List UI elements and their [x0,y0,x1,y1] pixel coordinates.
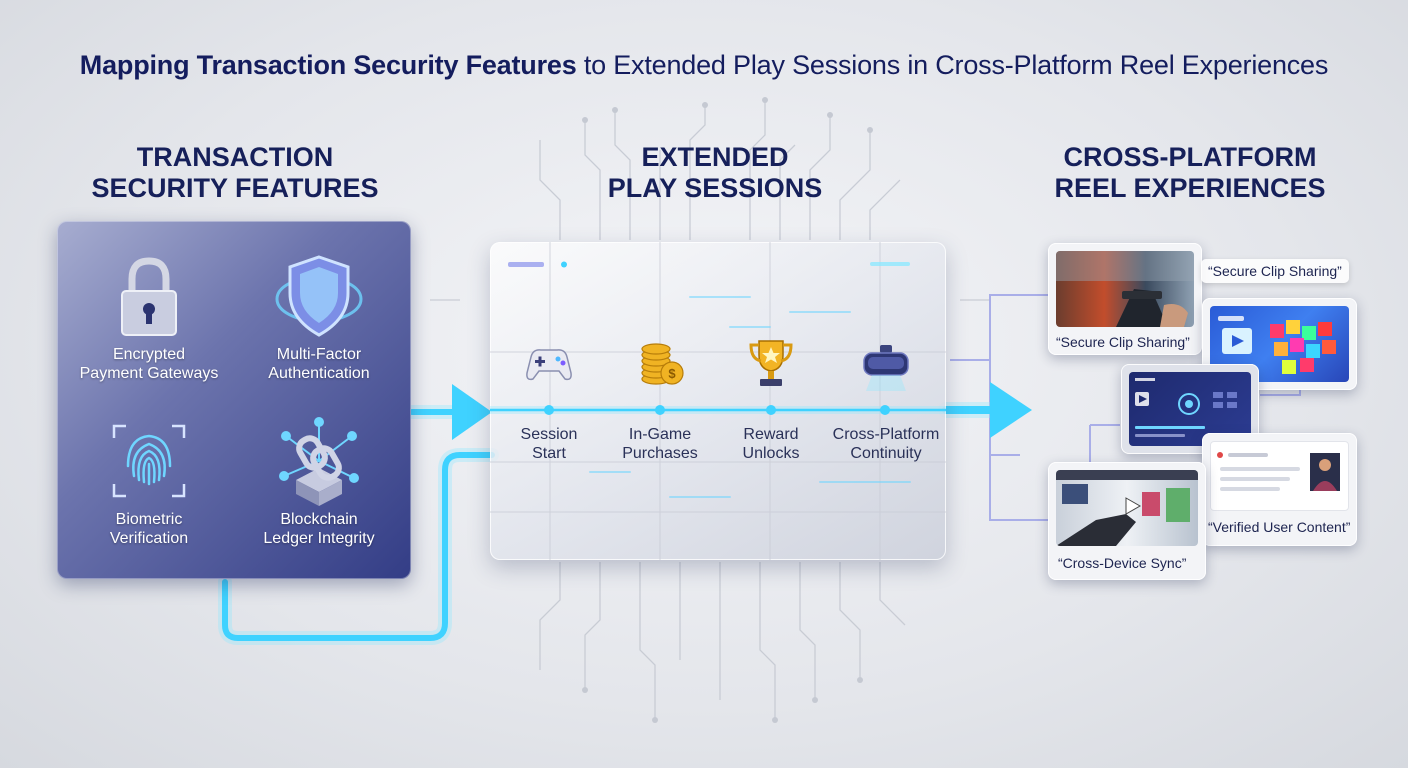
play-sessions-panel [490,242,946,560]
stage-label: Reward [743,426,799,443]
stage-label: Cross-Platform [832,426,940,443]
play-panel-grid [490,242,946,560]
column-title-line: REEL EXPERIENCES [1054,173,1326,203]
main-title-rest: to Extended Play Sessions in Cross-Platf… [576,50,1329,80]
feature-label: Authentication [268,365,370,382]
column-title-reel: CROSS-PLATFORM REEL EXPERIENCES [1030,142,1350,204]
verified-content-graphic [1217,452,1340,491]
reel-card-cross-device-sync[interactable]: “Cross-Device Sync” [1048,462,1206,580]
puzzle-blocks-graphic [1218,316,1336,374]
padlock-icon [121,257,177,336]
feature-label: Ledger Integrity [263,530,375,547]
column-title-line: CROSS-PLATFORM [1063,142,1317,172]
trophy-icon [749,340,793,386]
clip-thumbnail [1056,251,1194,327]
reel-card-verified-content[interactable]: “Verified User Content” [1202,433,1357,546]
column-title-line: EXTENDED [641,142,789,172]
feature-label: Blockchain [280,511,358,528]
fingerprint-icon [112,424,186,498]
feature-label: Biometric [115,511,183,528]
column-title-line: TRANSACTION [136,142,334,172]
svg-text:$: $ [668,366,676,381]
dashboard-graphic [1135,378,1237,437]
shield-icon [275,255,363,337]
sync-scene-graphic [1056,470,1198,546]
column-title-line: SECURITY FEATURES [91,173,379,203]
stage-label: Start [532,445,566,462]
main-title: Mapping Transaction Security Features to… [0,50,1408,81]
clip-scene-graphic [1056,251,1194,327]
reel-floating-label: “Secure Clip Sharing” [1201,259,1349,283]
reel-caption: “Verified User Content” [1208,519,1351,535]
reel-caption: “Secure Clip Sharing” [1056,334,1190,350]
stage-label: Purchases [622,445,698,462]
coins-icon: $ [641,343,684,385]
chain-link-icon [279,417,359,506]
stage-label: In-Game [628,426,692,443]
feature-label: Verification [109,530,189,547]
arrow-right-icon-1 [452,384,492,440]
gamepad-icon [526,349,572,381]
main-title-bold: Mapping Transaction Security Features [79,50,577,80]
column-title-line: PLAY SESSIONS [607,173,823,203]
stage-label: Unlocks [742,445,800,462]
stage-label: Continuity [850,445,922,462]
verified-thumbnail [1210,441,1349,511]
reel-card-clip-sharing[interactable]: “Secure Clip Sharing” [1048,243,1202,355]
stage-label: Session [520,426,578,443]
sync-thumbnail [1056,470,1198,546]
column-title-security: TRANSACTION SECURITY FEATURES [80,142,390,204]
feature-label: Payment Gateways [79,365,219,382]
arrow-right-icon-2 [990,382,1032,438]
vr-headset-icon [863,345,909,391]
feature-label: Encrypted [112,346,186,363]
reel-caption: “Cross-Device Sync” [1058,555,1187,571]
column-title-play: EXTENDED PLAY SESSIONS [560,142,870,204]
feature-label: Multi-Factor [276,346,362,363]
